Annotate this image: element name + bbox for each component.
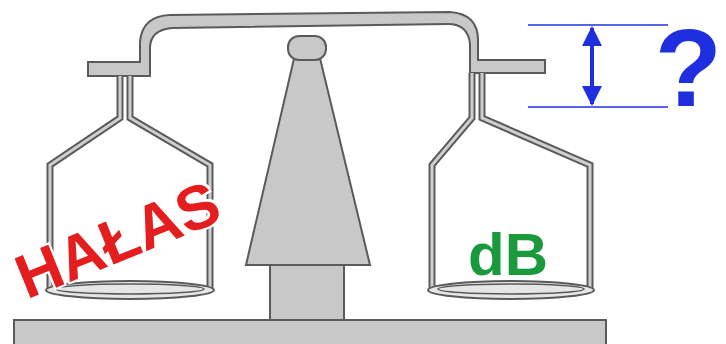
scale-column: [246, 50, 370, 265]
question-mark: ?: [655, 13, 722, 123]
difference-marker: [528, 25, 668, 107]
scale-base: [14, 320, 606, 344]
scale-pedestal: [270, 265, 344, 320]
scale-beam: [88, 12, 545, 76]
pivot: [288, 36, 326, 60]
unit-label: dB: [468, 225, 548, 285]
